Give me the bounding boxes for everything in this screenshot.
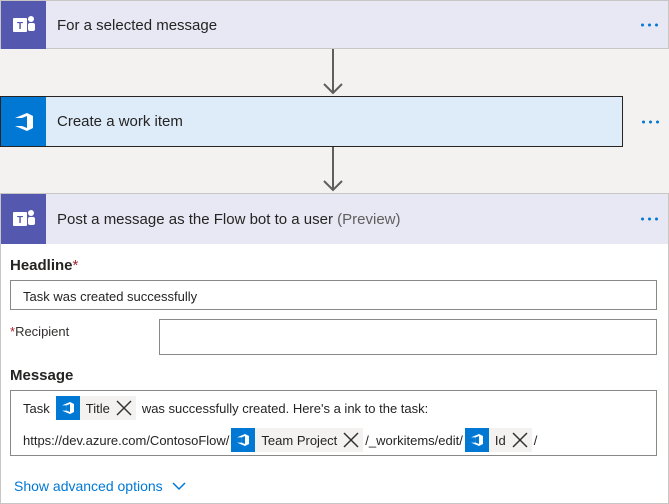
dynamic-token-id[interactable]: Id: [464, 428, 532, 452]
azure-devops-icon: [231, 428, 256, 452]
step-card-create-work-item[interactable]: Create a work item: [0, 96, 623, 147]
token-label: Team Project: [261, 432, 338, 448]
azure-devops-icon: [464, 428, 489, 452]
dynamic-token-team-project[interactable]: Team Project: [231, 428, 364, 452]
required-mark: *: [72, 257, 79, 274]
recipient-label: *Recipient: [10, 324, 70, 339]
recipient-input[interactable]: [159, 319, 657, 355]
message-label: Message: [10, 367, 74, 384]
more-options-icon[interactable]: [641, 23, 658, 26]
message-input[interactable]: Task Title was successfully created. Her…: [10, 390, 657, 456]
remove-token-icon[interactable]: [114, 398, 134, 418]
headline-input[interactable]: Task was created successfully: [10, 280, 657, 310]
step-header[interactable]: T Post a message as the Flow bot to a us…: [1, 194, 668, 244]
headline-label: Headline*: [10, 257, 79, 274]
teams-icon: T: [1, 194, 46, 244]
azure-devops-icon: [1, 97, 46, 146]
message-line-2: https://dev.azure.com/ContosoFlow/ Team …: [23, 428, 537, 452]
remove-token-icon[interactable]: [341, 430, 361, 450]
step-header[interactable]: Create a work item: [1, 97, 622, 146]
arrow-down-icon: [323, 147, 343, 192]
step-title: Post a message as the Flow bot to a user…: [57, 210, 401, 228]
teams-icon: T: [1, 1, 46, 49]
step-title: Create a work item: [57, 113, 183, 130]
remove-token-icon[interactable]: [510, 430, 530, 450]
dynamic-token-title[interactable]: Title: [55, 396, 136, 420]
more-options-icon[interactable]: [642, 120, 659, 124]
step-card-selected-message[interactable]: T For a selected message: [0, 0, 669, 49]
step-card-post-message: T Post a message as the Flow bot to a us…: [0, 193, 669, 504]
svg-text:T: T: [16, 21, 22, 32]
show-advanced-options-link[interactable]: Show advanced options: [14, 478, 186, 494]
step-title: For a selected message: [57, 16, 218, 34]
step-header[interactable]: T For a selected message: [1, 1, 669, 49]
token-label: Id: [494, 432, 506, 448]
arrow-down-icon: [323, 49, 343, 95]
chevron-down-icon: [172, 482, 186, 491]
more-options-icon[interactable]: [641, 217, 658, 221]
svg-text:T: T: [16, 215, 22, 226]
azure-devops-icon: [55, 396, 80, 420]
token-label: Title: [85, 400, 110, 416]
message-line-1: Task Title was successfully created. Her…: [23, 396, 428, 420]
